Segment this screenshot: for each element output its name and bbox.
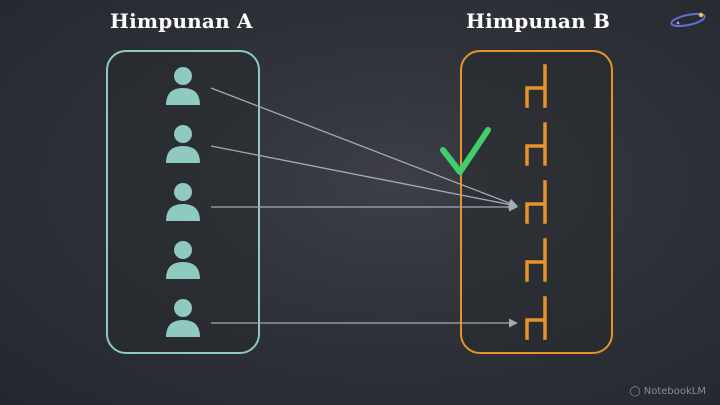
chair-icon: [525, 238, 547, 282]
person-icon: [166, 299, 200, 337]
notebooklm-watermark: ◯NotebookLM: [630, 386, 706, 397]
set-b-box: [460, 50, 613, 354]
chair-icon: [525, 64, 547, 108]
chair-icon: [525, 180, 547, 224]
chair-icon: [525, 122, 547, 166]
person-icon: [166, 241, 200, 279]
set-b-title: Himpunan B: [466, 9, 611, 33]
notebooklm-icon: ◯: [629, 386, 641, 397]
person-icon: [166, 183, 200, 221]
set-a-title: Himpunan A: [110, 9, 253, 33]
orbit-logo-icon: [670, 12, 706, 28]
chair-icon: [525, 296, 547, 340]
person-icon: [166, 67, 200, 105]
check-icon: [440, 127, 491, 175]
mapping-arrow: [210, 145, 518, 209]
mapping-arrow: [210, 87, 518, 208]
person-icon: [166, 125, 200, 163]
watermark-text: NotebookLM: [643, 386, 706, 397]
